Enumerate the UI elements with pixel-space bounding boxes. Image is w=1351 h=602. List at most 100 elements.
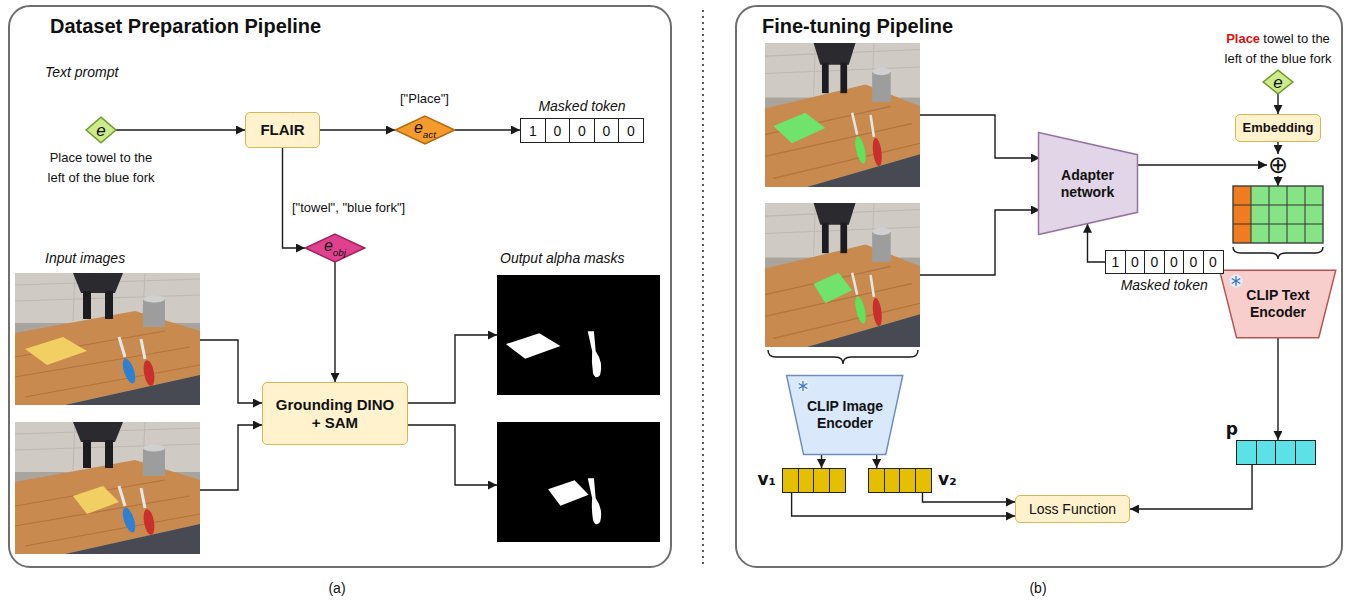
input-image [15,273,200,405]
section-label: Text prompt [45,64,118,80]
node-outline [305,234,364,262]
sum-node: ⊕ [1267,154,1289,176]
token-embedding-grid [1233,186,1323,243]
feature-vector: v₂ [868,468,932,493]
action-word: Place [1226,31,1260,46]
image-arrow [408,335,497,403]
token-embedding-grid [1233,186,1251,243]
box-label: Loss Function [1029,501,1116,517]
token-embedding-grid [1233,186,1323,243]
box-label: Adapter network [1061,167,1115,200]
connector-arrow [1138,164,1268,165]
token-cell: 0 [1125,250,1146,274]
section-label: Input images [45,250,125,266]
node-outline [1220,270,1336,337]
sum-symbol: ⊕ [1268,151,1288,179]
panel-title: Dataset Preparation Pipeline [50,15,321,38]
token-cell: 0 [1183,250,1204,274]
input-image [765,43,920,187]
token-embedding-grid [1233,186,1323,243]
image-arrow [200,115,1278,490]
vector-cell [915,468,932,493]
frozen-icon [799,381,808,391]
node-outline [1038,133,1137,235]
node-outline [395,116,454,144]
token-list: ["towel", "blue fork"] [292,200,405,215]
vector-cell [868,468,885,493]
box-label: CLIP Image Encoder [807,398,883,431]
connector-arrow [1277,338,1278,440]
symbol-text: e [414,119,423,136]
image-arrow [920,115,1040,158]
panel-caption: (b) [1029,580,1046,596]
vector-cell [798,468,815,493]
connector-arrow [320,129,395,130]
input-image [15,422,200,554]
image-arrow [408,425,497,485]
connector-arrow [283,148,306,248]
token-cell: 0 [1144,250,1165,274]
process-box: Loss Function [1015,495,1130,523]
feature-vector: v₁ [782,468,846,493]
frozen-icon [1230,275,1243,288]
pipeline-panel: Adapter networkeEmbedding⊕100000Masked t… [735,5,1343,568]
node-outline [86,117,116,143]
vector-name: v₂ [938,469,957,489]
frozen-icon [1230,275,1243,288]
prompt-diamond: e [86,117,116,143]
connector-arrow [455,129,520,130]
node-outline [787,375,903,454]
section-label: Output alpha masks [500,250,625,266]
vector-cell [1256,440,1277,465]
process-box: Embedding [1235,114,1322,142]
token-cell: 1 [1105,250,1126,274]
frozen-icon [1232,276,1241,286]
symbol-text: e [96,121,105,140]
token-list: ["Place"] [400,91,449,106]
alpha-mask [497,422,660,542]
connector-arrow [334,262,335,382]
token-cell: 0 [1164,250,1185,274]
connector-arrow [1130,465,1252,509]
panel-caption: (a) [328,580,345,596]
box-label: FLAIR [260,121,304,138]
box-label: CLIP Text Encoder [1246,287,1309,320]
prompt-text: Place towel to the left of the blue fork [48,150,155,185]
curly-brace [768,350,918,364]
node-outline [1263,70,1293,94]
token-cell: 0 [569,118,595,143]
token-cell: 0 [1203,250,1224,274]
vector-cell [1236,440,1257,465]
input-image [765,203,920,347]
vector-cell [813,468,830,493]
vector-cell [782,468,799,493]
vector-cell [1275,440,1296,465]
adapter-trapezoid: Adapter network [1038,132,1138,235]
box-label: Grounding DINO + SAM [276,396,394,431]
symbol-text: e [1273,73,1282,92]
prompt-diamond: e [1263,70,1293,94]
image-arrow [200,340,262,403]
token-cell: 0 [545,118,571,143]
token-cell: 1 [520,118,546,143]
panel-divider [702,10,704,566]
feature-vector: p [1236,440,1316,465]
image-arrow [920,210,1040,275]
token-cell: 0 [618,118,644,143]
vector-cell [1295,440,1316,465]
vector-name: v₁ [757,469,776,489]
vector-cell [884,468,901,493]
connector-arrow [1277,94,1278,114]
input-image [15,43,920,554]
process-box: FLAIR [245,112,320,148]
vector-name: p [1226,419,1238,439]
process-box: Grounding DINO + SAM [262,382,408,445]
image-arrow [200,425,262,490]
connector-arrow [116,129,245,130]
vector-cell [899,468,916,493]
box-label: Embedding [1243,120,1314,135]
